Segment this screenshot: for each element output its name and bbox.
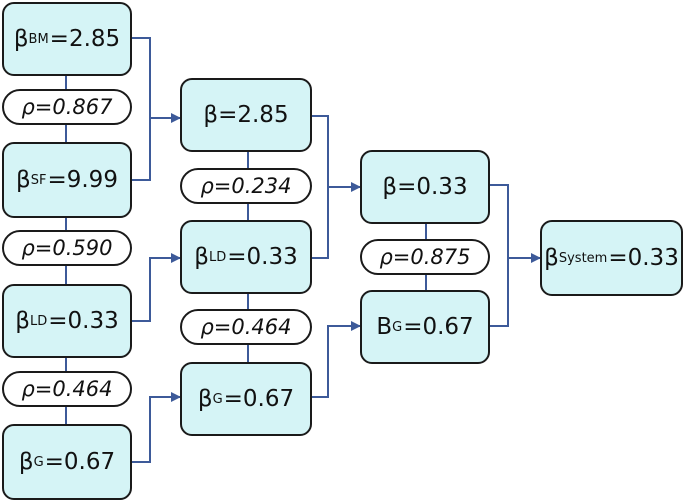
node-value: =2.85 (218, 102, 289, 128)
node-subscript: LD (29, 313, 48, 329)
node-symbol: β (13, 26, 29, 52)
node-subscript: BM (28, 31, 49, 47)
node-symbol: B (376, 314, 393, 340)
arrow-c2g-to-c3g (312, 321, 361, 398)
node-value: =0.33 (397, 174, 468, 200)
arrow-c3 (490, 184, 509, 327)
node-value: =0.67 (403, 314, 474, 340)
node-symbol: β (197, 386, 213, 412)
node-beta-combined-1: β=2.85 (180, 78, 312, 152)
node-symbol: β (382, 174, 398, 200)
arrow-ld-to-c2ld (132, 253, 181, 322)
node-value: =0.33 (48, 308, 119, 334)
node-beta-combined-2: β=0.33 (360, 150, 490, 224)
arrow-bm-sf-to-c2 (132, 37, 151, 181)
arrow-g-to-c2g (132, 392, 181, 463)
correlation-sf-ld: ρ=0.590 (2, 230, 132, 266)
correlation-c3: ρ=0.875 (360, 239, 490, 275)
node-subscript: G (33, 454, 44, 470)
arrow-c2-top-ld (312, 115, 329, 259)
node-symbol: β (16, 167, 31, 193)
correlation-bm-sf: ρ=0.867 (2, 89, 132, 125)
node-symbol: β (203, 102, 219, 128)
node-symbol: β (544, 245, 559, 271)
correlation-c2-top: ρ=0.234 (180, 168, 312, 204)
node-subscript: G (392, 319, 403, 335)
node-value: =2.85 (49, 26, 121, 52)
node-value: =0.67 (44, 449, 116, 475)
node-symbol: β (18, 449, 34, 475)
node-value: =9.99 (47, 167, 118, 193)
node-value: =0.33 (227, 244, 298, 270)
node-symbol: β (15, 308, 30, 334)
node-symbol: β (194, 244, 209, 270)
node-subscript: System (558, 250, 608, 266)
correlation-ld-g: ρ=0.464 (2, 371, 132, 407)
node-subscript: LD (208, 249, 227, 265)
node-value: =0.67 (223, 386, 295, 412)
node-value: =0.33 (608, 245, 679, 271)
correlation-c2-bot: ρ=0.464 (180, 309, 312, 345)
node-subscript: SF (30, 172, 47, 188)
node-subscript: G (212, 391, 223, 407)
